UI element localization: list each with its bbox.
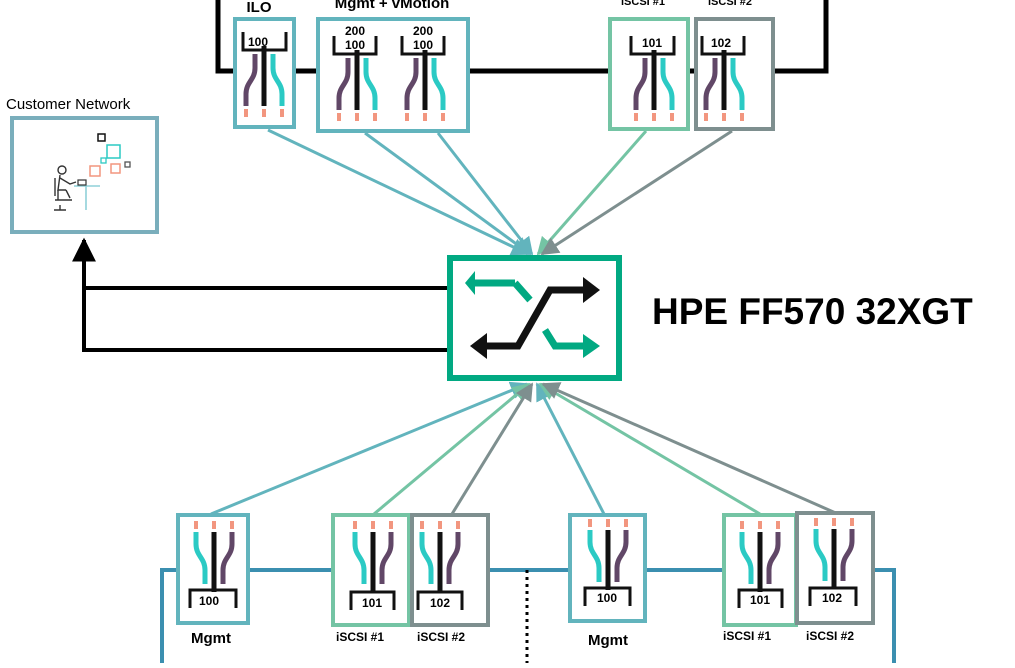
link-bl-mgmt-switch bbox=[210, 381, 529, 516]
ilo-vlan-100: 100 bbox=[248, 35, 268, 49]
br-iscsi2-vlan-102: 102 bbox=[822, 591, 842, 605]
bl-iscsi2-nic: 102 bbox=[410, 513, 490, 627]
mgmt-vmotion-label: Mgmt + vMotion bbox=[335, 0, 450, 12]
link-ilo-switch bbox=[267, 128, 530, 256]
br-mgmt-nic: 100 bbox=[568, 513, 647, 623]
bl-mgmt-label: Mgmt bbox=[191, 630, 231, 647]
link-top-iscsi1-switch bbox=[536, 130, 648, 256]
mgmt-a-vlan-100: 100 bbox=[345, 38, 365, 52]
switch-label: HPE FF570 32XGT bbox=[652, 291, 973, 332]
link-br-iscsi1-switch bbox=[538, 382, 761, 516]
link-br-mgmt-switch bbox=[535, 382, 606, 515]
br-mgmt-vlan-100: 100 bbox=[597, 591, 617, 605]
ilo-nic: 100 bbox=[233, 17, 296, 129]
br-iscsi2-nic: 102 bbox=[795, 511, 875, 625]
br-iscsi1-label: iSCSI #1 bbox=[723, 629, 771, 643]
bl-iscsi2-vlan-102: 102 bbox=[430, 596, 450, 610]
link-bl-iscsi1-switch bbox=[373, 382, 531, 516]
uplink-1 bbox=[72, 237, 448, 290]
br-iscsi2-label: iSCSI #2 bbox=[806, 629, 854, 643]
link-br-iscsi2-switch bbox=[541, 382, 839, 516]
bl-iscsi2-label: iSCSI #2 bbox=[417, 630, 465, 644]
top-iscsi2-vlan-102: 102 bbox=[711, 36, 731, 50]
link-mgmt-b-switch bbox=[436, 132, 534, 256]
uplink-2 bbox=[82, 288, 448, 352]
link-top-iscsi2-switch bbox=[540, 129, 733, 256]
bl-mgmt-nic: 100 bbox=[176, 513, 250, 625]
ilo-label: ILO bbox=[247, 0, 272, 16]
link-bl-iscsi2-switch bbox=[450, 382, 534, 515]
bl-iscsi1-nic: 101 bbox=[331, 513, 411, 627]
bl-iscsi1-label: iSCSI #1 bbox=[336, 630, 384, 644]
customer-network-label: Customer Network bbox=[6, 96, 131, 113]
top-host-frame bbox=[215, 0, 829, 74]
top-iscsi1-nic: 101 bbox=[608, 17, 690, 131]
br-iscsi1-nic: 101 bbox=[722, 513, 798, 627]
mgmt-b-vlan-200: 200 bbox=[413, 24, 433, 38]
top-iscsi2-nic: 102 bbox=[694, 17, 775, 131]
br-iscsi1-vlan-101: 101 bbox=[750, 593, 770, 607]
bl-iscsi1-vlan-101: 101 bbox=[362, 596, 382, 610]
user-at-desk-icon bbox=[54, 133, 131, 211]
top-iscsi1-vlan-101: 101 bbox=[642, 36, 662, 50]
customer-network-box bbox=[10, 116, 159, 234]
switch-icon bbox=[447, 255, 622, 381]
mgmt-vmotion-nic: 200 100 200 100 bbox=[316, 17, 470, 133]
link-mgmt-a-switch bbox=[364, 131, 532, 256]
mgmt-b-vlan-100: 100 bbox=[413, 38, 433, 52]
bl-mgmt-vlan-100: 100 bbox=[199, 594, 219, 608]
top-iscsi2-label: iSCSI #2 bbox=[708, 0, 752, 8]
br-mgmt-label: Mgmt bbox=[588, 632, 628, 649]
top-iscsi1-label: iSCSI #1 bbox=[621, 0, 665, 8]
mgmt-a-vlan-200: 200 bbox=[345, 24, 365, 38]
